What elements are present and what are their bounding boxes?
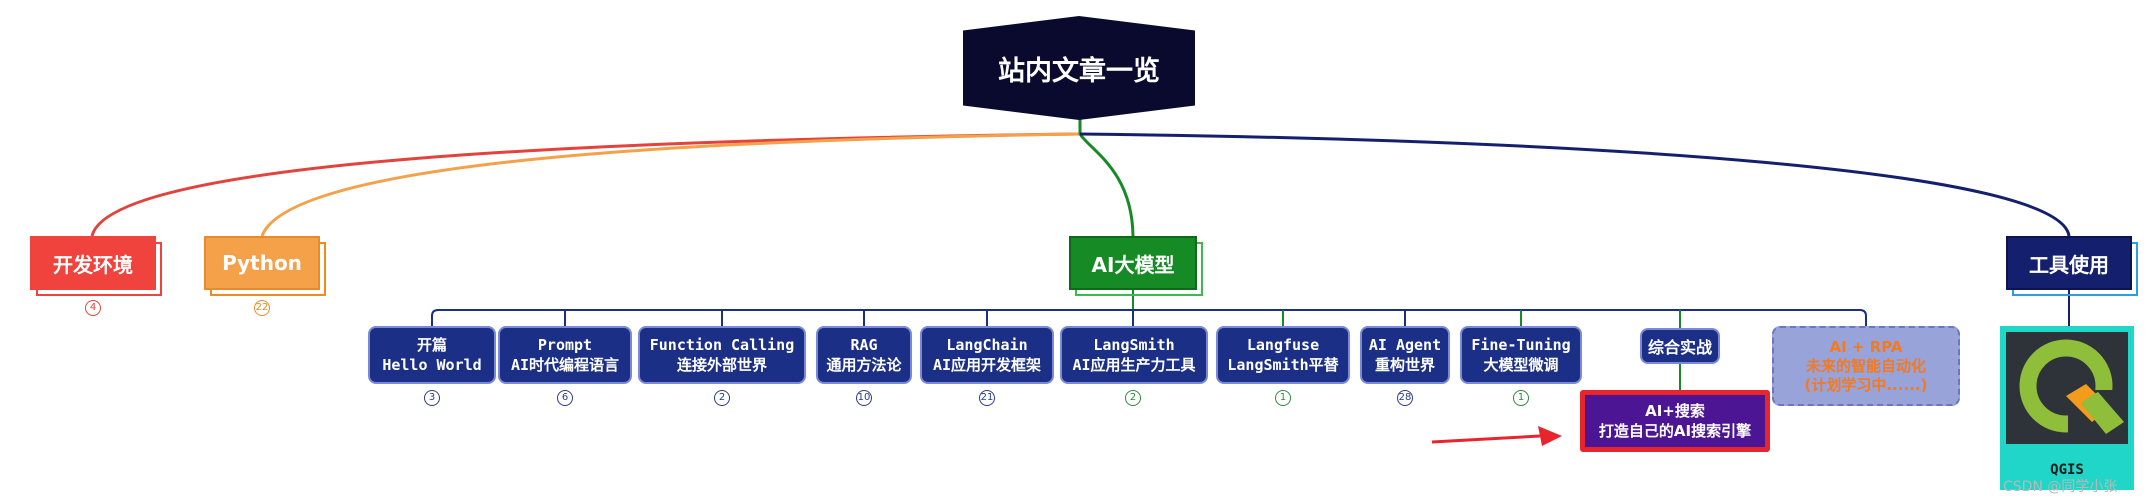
ai-child-line1: RAG [850, 336, 878, 354]
rpa-line3: (计划学习中......) [1804, 375, 1928, 394]
count-badge: 3 [424, 390, 440, 406]
count-badge: 6 [557, 390, 573, 406]
branch-python-label: Python [222, 251, 302, 275]
branch-tools-label: 工具使用 [2029, 252, 2109, 277]
ai-child-line1: Fine-Tuning [1471, 336, 1571, 354]
ai-child-line2: Hello World [382, 356, 482, 374]
green-accents [1282, 310, 1681, 390]
ai-bus [431, 309, 1867, 326]
ai-child-line2: LangSmith平替 [1227, 356, 1339, 374]
ai-child-line2: 大模型微调 [1483, 356, 1559, 374]
ai-child-rag[interactable]: RAG 通用方法论 [816, 326, 912, 384]
branch-dev-label: 开发环境 [53, 252, 133, 277]
count-badge: 2 [714, 390, 730, 406]
ai-child-function-calling[interactable]: Function Calling 连接外部世界 [638, 326, 806, 384]
ai-search-line1: AI+搜索 [1645, 402, 1705, 420]
branch-tools[interactable]: 工具使用 [2006, 236, 2132, 290]
ai-child-line1: Function Calling [649, 336, 795, 354]
rpa-line1: AI + RPA [1829, 337, 1903, 356]
link-ai [1078, 118, 1135, 237]
ai-child-line1: 开篇 [416, 336, 447, 354]
ai-child-line1: Langfuse [1246, 336, 1320, 354]
branch-dev[interactable]: 开发环境 [30, 236, 156, 290]
count-badge-python: 22 [254, 300, 270, 316]
count-badge: 1 [1275, 390, 1291, 406]
ai-search-node[interactable]: AI+搜索 打造自己的AI搜索引擎 [1580, 390, 1770, 452]
ai-child-langchain[interactable]: LangChain AI应用开发框架 [920, 326, 1054, 384]
branch-ai[interactable]: AI大模型 [1069, 236, 1197, 290]
ai-search-line2: 打造自己的AI搜索引擎 [1598, 422, 1752, 440]
ai-child-line1: Prompt [537, 336, 593, 354]
ai-child-langsmith[interactable]: LangSmith AI应用生产力工具 [1060, 326, 1208, 384]
ai-child-hello-world[interactable]: 开篇 Hello World [368, 326, 496, 384]
watermark: CSDN @同学小张 [2003, 479, 2118, 495]
root-title: 站内文章一览 [998, 55, 1160, 87]
ai-child-line1: AI Agent [1368, 336, 1442, 354]
ai-child-line2: AI应用开发框架 [932, 356, 1042, 374]
rpa-line2: 未来的智能自动化 [1805, 356, 1926, 375]
count-badge: 28 [1397, 390, 1413, 406]
ai-child-line1: LangChain [946, 336, 1028, 354]
ai-child-line1: LangSmith [1093, 336, 1175, 354]
ai-child-line2: 通用方法论 [826, 356, 902, 374]
link-python [260, 132, 1081, 237]
ai-child-line2: 重构世界 [1374, 356, 1435, 374]
ai-child-combined[interactable]: 综合实战 [1640, 328, 1720, 364]
ai-child-ai-agent[interactable]: AI Agent 重构世界 [1360, 326, 1450, 384]
count-badge: 2 [1125, 390, 1141, 406]
combined-label: 综合实战 [1647, 338, 1712, 357]
red-arrowhead-icon [1538, 426, 1562, 446]
qgis-label: QGIS [2050, 462, 2084, 478]
branch-ai-label: AI大模型 [1091, 252, 1175, 277]
link-tools [1079, 132, 2071, 237]
ai-child-line2: 连接外部世界 [676, 356, 767, 374]
ai-child-fine-tuning[interactable]: Fine-Tuning 大模型微调 [1460, 326, 1582, 384]
ai-child-rpa[interactable]: AI + RPA 未来的智能自动化 (计划学习中......) [1772, 326, 1960, 406]
branch-python[interactable]: Python [204, 236, 320, 290]
ai-child-langfuse[interactable]: Langfuse LangSmith平替 [1216, 326, 1350, 384]
count-badge-dev: 4 [85, 300, 101, 316]
ai-child-prompt[interactable]: Prompt AI时代编程语言 [498, 326, 632, 384]
count-badge: 21 [979, 390, 995, 406]
root-node[interactable]: 站内文章一览 [963, 16, 1195, 120]
link-dev [90, 132, 1081, 237]
ai-child-line2: AI时代编程语言 [510, 356, 620, 374]
ai-child-line2: AI应用生产力工具 [1072, 356, 1196, 374]
qgis-logo-icon [2006, 332, 2128, 444]
count-badge: 10 [856, 390, 872, 406]
count-badge: 1 [1513, 390, 1529, 406]
red-arrow [1431, 434, 1541, 444]
